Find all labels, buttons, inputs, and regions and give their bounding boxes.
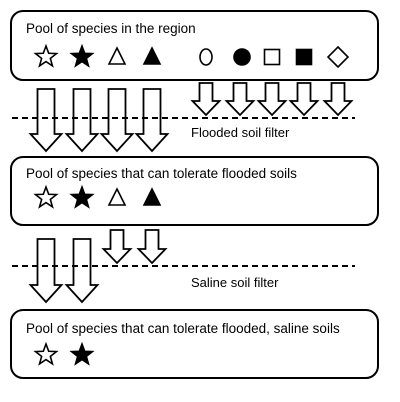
arrows-blocked-by-saline-filter [101, 229, 168, 265]
down-arrow-icon [64, 88, 100, 153]
region-pool-box [10, 10, 379, 81]
down-arrow-icon [134, 88, 170, 153]
open-circle-symbol [199, 48, 213, 66]
down-arrow-icon [101, 229, 133, 265]
flooded-symbol-row [33, 184, 162, 209]
saline-pool-box [10, 309, 379, 379]
down-arrow-icon [64, 238, 100, 304]
flooded-pool-label: Pool of species that can tolerate floode… [26, 166, 297, 181]
open-star-symbol [33, 184, 59, 209]
down-arrow-icon [256, 82, 288, 117]
saline-symbol-row [33, 341, 95, 366]
down-arrow-icon [136, 229, 168, 265]
filled-square-symbol [295, 48, 313, 66]
flooded-filter-label: Flooded soil filter [191, 125, 290, 140]
region-symbol-row [33, 43, 350, 69]
open-diamond-symbol [326, 45, 350, 69]
down-arrow-icon [28, 238, 64, 304]
open-triangle-symbol [107, 187, 127, 206]
down-arrow-icon [28, 88, 64, 153]
arrows-passing-saline-filter [28, 238, 100, 304]
filled-star-symbol [69, 43, 95, 68]
filled-circle-symbol [233, 48, 251, 66]
flooded-pool-box [10, 156, 379, 226]
down-arrow-icon [190, 82, 222, 117]
down-arrow-icon [224, 82, 256, 117]
open-star-symbol [33, 43, 59, 68]
down-arrow-icon [99, 88, 135, 153]
down-arrow-icon [322, 82, 354, 117]
filled-triangle-symbol [142, 46, 162, 65]
down-arrow-icon [288, 82, 320, 117]
saline-filter-label: Saline soil filter [191, 275, 279, 290]
open-star-symbol [33, 341, 59, 366]
open-triangle-symbol [107, 46, 127, 65]
open-square-symbol [263, 48, 281, 66]
arrows-passing-flooded-filter [28, 88, 170, 153]
saline-pool-label: Pool of species that can tolerate floode… [26, 321, 340, 336]
arrows-blocked-by-flooded-filter [190, 82, 354, 117]
filled-star-symbol [69, 341, 95, 366]
filled-star-symbol [69, 184, 95, 209]
filled-triangle-symbol [142, 187, 162, 206]
region-pool-label: Pool of species in the region [26, 21, 196, 36]
